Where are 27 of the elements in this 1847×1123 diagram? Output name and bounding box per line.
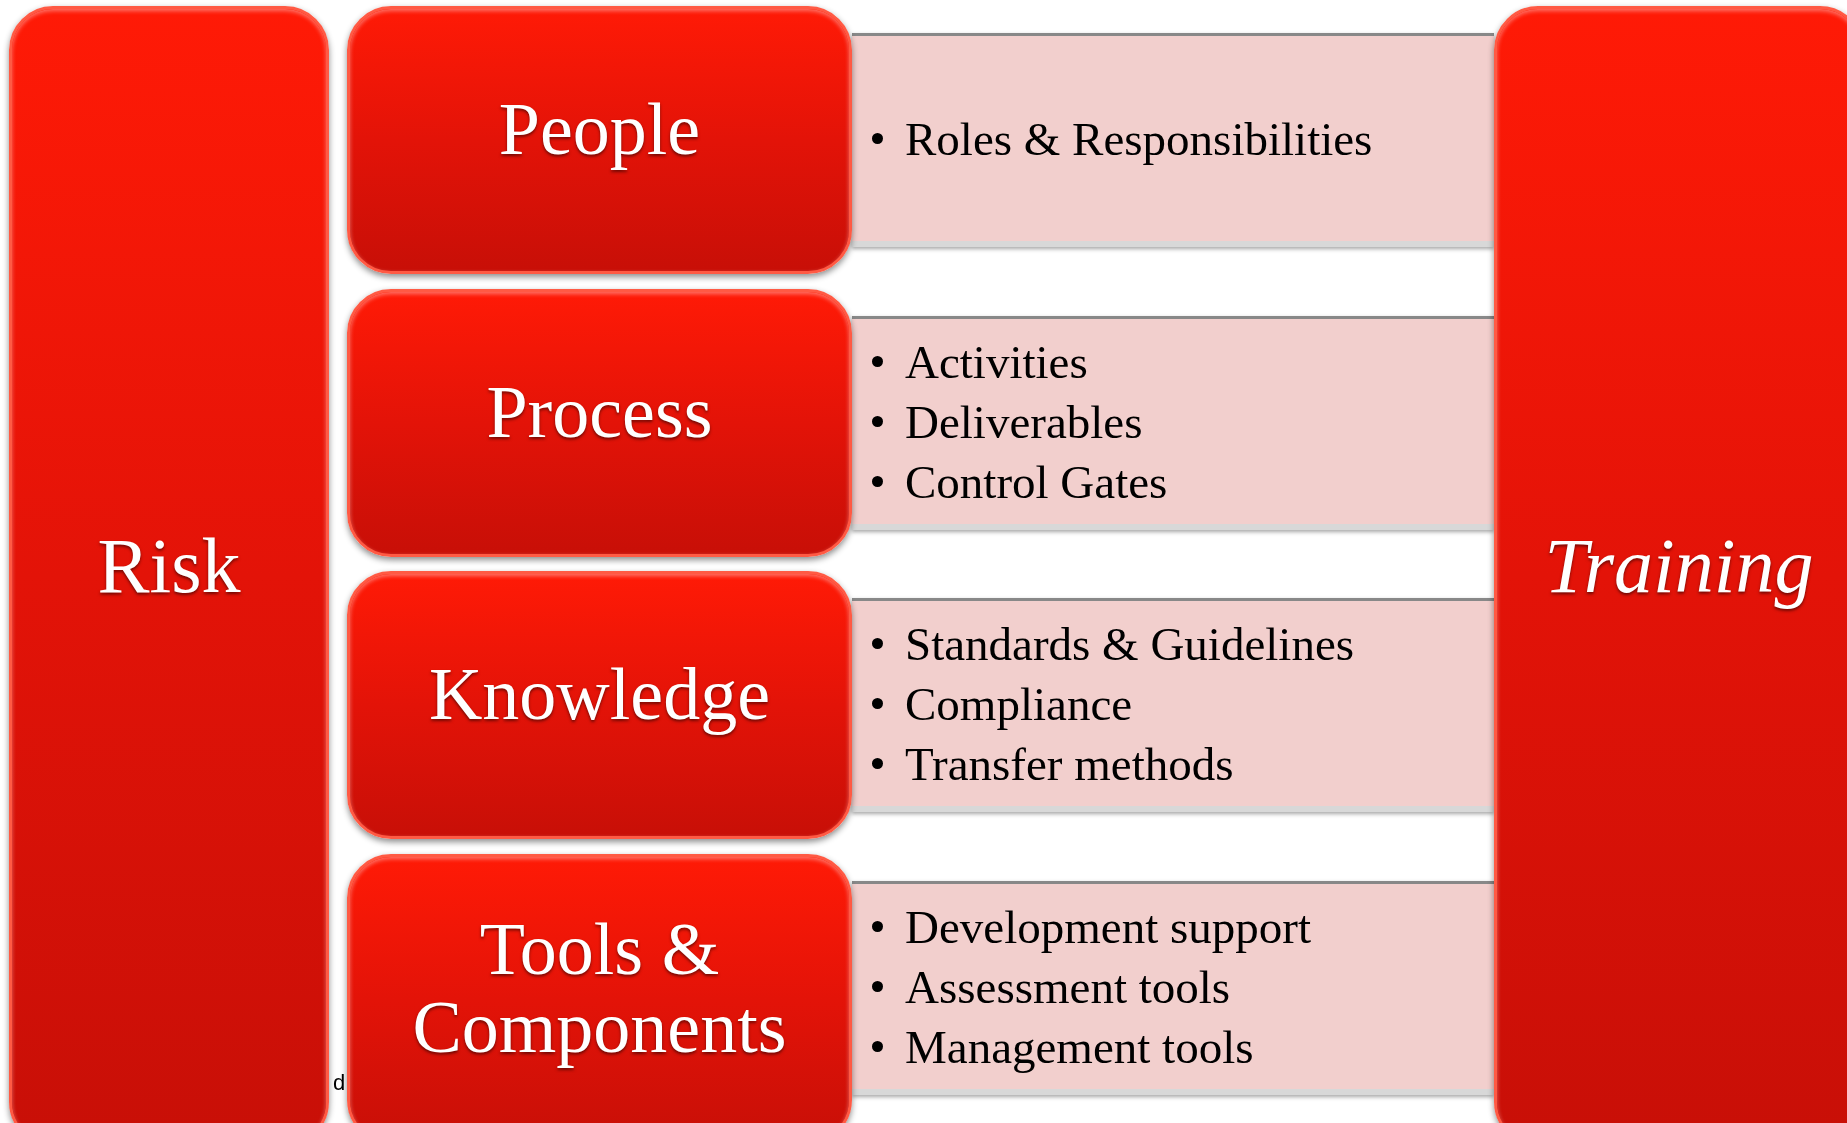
detail-panel <box>852 33 1494 247</box>
category-label: Knowledge <box>428 656 771 738</box>
category-box <box>9 6 329 1123</box>
category-box <box>347 854 852 1123</box>
category-label: Risk <box>97 525 241 607</box>
category-label: Tools & Components <box>411 911 788 1070</box>
category-box <box>347 289 852 557</box>
category-box <box>347 571 852 839</box>
bullet-item: Roles & Responsibilities <box>905 111 1373 167</box>
bullet-item: Management tools <box>905 1019 1254 1075</box>
detail-panel <box>852 316 1494 530</box>
detail-panel <box>852 881 1494 1095</box>
detail-panel <box>852 598 1494 812</box>
category-label: Process <box>486 374 713 456</box>
category-label: Training <box>1544 525 1814 607</box>
bullet-item: Deliverables <box>905 394 1143 450</box>
bullet-item: Compliance <box>905 676 1133 732</box>
category-box <box>347 6 852 274</box>
bullet-item: Control Gates <box>905 454 1168 510</box>
bullet-item: Standards & Guidelines <box>905 616 1355 672</box>
category-label: People <box>498 91 701 173</box>
bullet-item: Transfer methods <box>905 736 1234 792</box>
bullet-item: Development support <box>905 899 1311 955</box>
note-text: d <box>333 1070 346 1096</box>
category-box <box>1494 6 1847 1123</box>
bullet-item: Activities <box>905 334 1088 390</box>
bullet-item: Assessment tools <box>905 959 1231 1015</box>
